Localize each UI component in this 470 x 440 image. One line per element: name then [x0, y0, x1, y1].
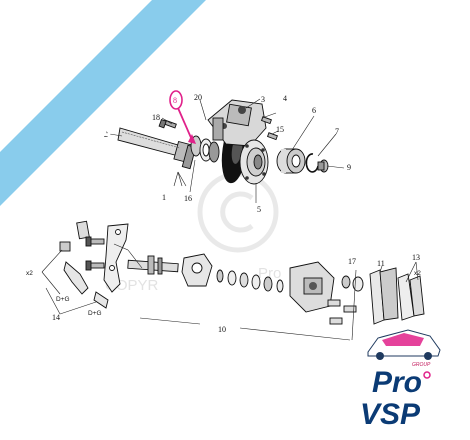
logo-pro-text: Pro — [372, 366, 422, 399]
label-16: 16 — [184, 194, 192, 203]
label-2: 2 — [104, 130, 108, 139]
label-15: 15 — [276, 125, 284, 134]
lower-assembly: x2 D+G D+G 14 10 17 11 13 x2 — [26, 220, 425, 341]
label-4: 4 — [283, 94, 287, 103]
spacer-rings — [216, 269, 284, 293]
label-dg-1: D+G — [56, 296, 70, 303]
logo-dot-icon — [423, 371, 431, 379]
bolts-lower — [85, 236, 105, 271]
brand-logo: GROUP Pro VSP — [360, 329, 441, 431]
label-5: 5 — [257, 205, 261, 214]
highlight-marker-8 — [169, 90, 196, 144]
wheel-hub — [239, 139, 269, 185]
label-6: 6 — [312, 106, 316, 115]
label-dg-2: D+G — [88, 310, 102, 317]
brake-pads — [369, 267, 425, 325]
stub-axle — [127, 255, 179, 275]
logo-vsp-text: VSP — [360, 398, 421, 431]
logo-group-tag: GROUP — [412, 362, 431, 368]
brake-caliper — [207, 99, 267, 147]
bolt-18 — [158, 118, 177, 129]
bearing-6 — [276, 148, 306, 174]
car-logo-icon — [367, 329, 441, 360]
label-14: 14 — [52, 313, 60, 322]
label-10: 10 — [218, 325, 226, 334]
caliper-pins — [327, 275, 364, 325]
label-11: 11 — [377, 259, 385, 268]
label-13: 13 — [412, 253, 420, 262]
label-7: 7 — [335, 127, 339, 136]
label-3: 3 — [261, 95, 265, 104]
circlip — [305, 153, 319, 173]
hub-nut — [317, 159, 329, 173]
label-20: 20 — [194, 93, 202, 102]
label-1: 1 — [162, 193, 166, 202]
lower-carrier — [181, 253, 213, 287]
hub-bearings — [190, 135, 220, 163]
upper-assembly: 2 18 8 20 3 4 15 6 7 9 1 16 5 — [104, 90, 351, 214]
label-17: 17 — [348, 257, 356, 266]
label-x2-right: x2 — [414, 270, 421, 277]
bracket-left — [59, 220, 109, 309]
label-x2-left: x2 — [26, 270, 33, 277]
label-9: 9 — [347, 163, 351, 172]
label-18: 18 — [152, 113, 160, 122]
bolt-15 — [260, 116, 278, 141]
copyright-circle-icon — [197, 171, 279, 253]
label-8: 8 — [173, 96, 177, 105]
lower-caliper — [289, 261, 335, 313]
axle-shaft — [117, 127, 197, 170]
mounting-plate — [103, 223, 129, 293]
background-watermark-text-2: Pro — [258, 265, 281, 282]
